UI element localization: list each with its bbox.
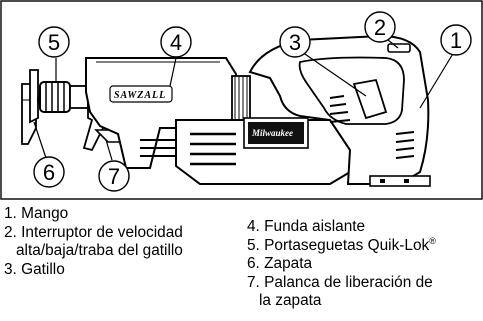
insulating-boot-label bbox=[109, 85, 173, 103]
callout-7-number: 7 bbox=[108, 164, 120, 189]
callout-4-number: 4 bbox=[170, 30, 182, 55]
legend-item-6: 6. Zapata bbox=[247, 255, 313, 273]
legend-right-column: 4. Funda aislante 5. Portaseguetas Quik-… bbox=[247, 218, 483, 311]
callout-5: 5 bbox=[38, 26, 70, 58]
reciprocating-saw-diagram: SAWZALL Milwaukee bbox=[0, 0, 483, 200]
registered-mark: ® bbox=[429, 235, 436, 246]
callout-1: 1 bbox=[440, 24, 472, 56]
legend-item-7-continuation: la zapata bbox=[259, 292, 322, 310]
saw-body: SAWZALL bbox=[85, 57, 237, 169]
callout-3: 3 bbox=[279, 26, 311, 58]
callout-5-number: 5 bbox=[48, 30, 60, 55]
legend-item-4: 4. Funda aislante bbox=[247, 218, 366, 235]
leader-lines bbox=[33, 39, 455, 161]
callout-2-number: 2 bbox=[374, 15, 386, 40]
callout-7: 7 bbox=[98, 160, 130, 192]
parts-legend: 1. Mango 2. Interruptor de velocidad alt… bbox=[0, 200, 483, 321]
figure-border bbox=[0, 0, 483, 200]
legend-item-1: 1. Mango bbox=[4, 205, 69, 222]
callout-4: 4 bbox=[160, 26, 192, 58]
trigger bbox=[352, 78, 388, 120]
motor-collar bbox=[231, 75, 251, 123]
callout-2: 2 bbox=[364, 11, 396, 43]
callout-1-number: 1 bbox=[450, 28, 462, 53]
handle bbox=[248, 34, 431, 187]
legend-item-7: 7. Palanca de liberación de bbox=[247, 273, 433, 291]
legend-item-2: 2. Interruptor de velocidad bbox=[4, 223, 183, 241]
blade-clamp bbox=[39, 81, 89, 113]
brand-badge-text: Milwaukee bbox=[251, 128, 293, 138]
legend-left-column: 1. Mango 2. Interruptor de velocidad alt… bbox=[4, 205, 244, 279]
legend-item-2-continuation: alta/baja/traba del gatillo bbox=[16, 242, 183, 260]
callout-6: 6 bbox=[33, 156, 65, 188]
legend-item-3: 3. Gatillo bbox=[4, 260, 65, 278]
motor-housing: Milwaukee bbox=[175, 117, 351, 185]
callout-6-number: 6 bbox=[43, 160, 55, 185]
speed-switch bbox=[387, 43, 411, 53]
legend-item-5: 5. Portaseguetas Quik-Lok® bbox=[247, 235, 436, 254]
sawzall-marking: SAWZALL bbox=[114, 90, 166, 101]
callout-3-number: 3 bbox=[289, 30, 301, 55]
